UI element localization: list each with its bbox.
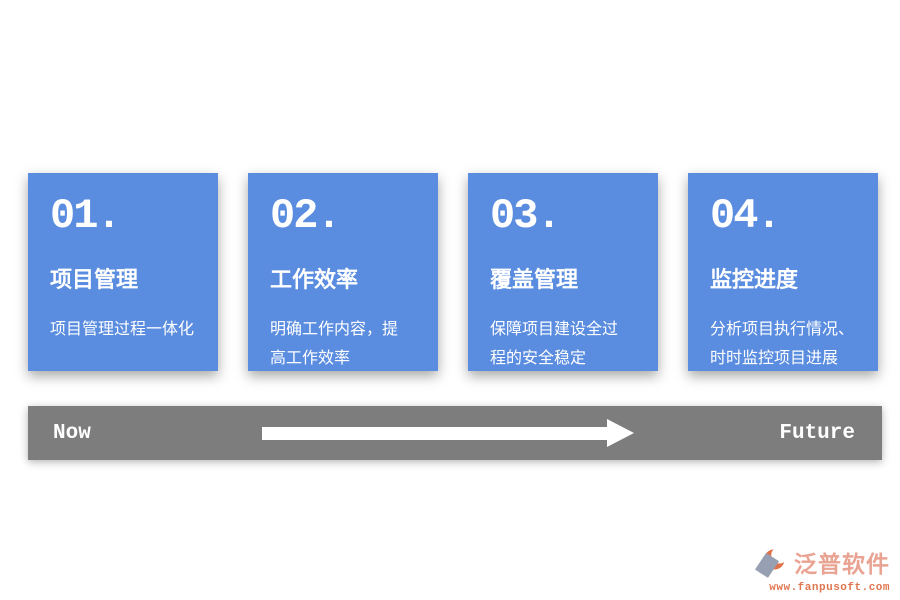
- card-number: 03.: [490, 192, 562, 240]
- card-work-efficiency: 02. 工作效率 明确工作内容，提 高工作效率: [248, 173, 438, 371]
- timeline-bar: Now Future: [28, 406, 882, 460]
- card-progress-monitoring: 04. 监控进度 分析项目执行情况、 时时监控项目进展: [688, 173, 878, 371]
- card-desc-line: 时时监控项目进展: [710, 350, 839, 367]
- arrow-head: [607, 419, 634, 447]
- card-number: 02.: [270, 192, 342, 240]
- card-number: 04.: [710, 192, 782, 240]
- card-title: 监控进度: [710, 267, 799, 292]
- timeline-now-label: Now: [53, 421, 91, 445]
- card-coverage-management: 03. 覆盖管理 保障项目建设全过 程的安全稳定: [468, 173, 658, 371]
- card-desc-line: 分析项目执行情况、: [710, 321, 855, 338]
- fanpu-watermark-logo: 泛普软件 www.fanpusoft.com: [740, 547, 890, 594]
- timeline-future-label: Future: [779, 421, 855, 445]
- card-desc-line: 保障项目建设全过: [490, 321, 619, 338]
- card-project-management: 01. 项目管理 项目管理过程一体化: [28, 173, 218, 371]
- card-title: 覆盖管理: [490, 267, 579, 292]
- brand-website: www.fanpusoft.com: [769, 582, 890, 594]
- card-description: 保障项目建设全过 程的安全稳定: [490, 315, 638, 373]
- card-description: 分析项目执行情况、 时时监控项目进展: [710, 315, 858, 373]
- right-arrow-icon: [262, 419, 634, 447]
- brand-name: 泛普软件: [794, 551, 890, 577]
- fanpu-logo-icon: [755, 547, 788, 578]
- steps-card-row: 01. 项目管理 项目管理过程一体化 02. 工作效率 明确工作内容，提 高工作…: [28, 173, 878, 371]
- card-title: 工作效率: [270, 267, 359, 292]
- card-desc-line: 程的安全稳定: [490, 350, 587, 367]
- card-description: 明确工作内容，提 高工作效率: [270, 315, 418, 373]
- card-desc-line: 明确工作内容，提: [270, 321, 399, 338]
- card-number: 01.: [50, 192, 122, 240]
- brand-row: 泛普软件: [740, 547, 890, 581]
- card-title: 项目管理: [50, 267, 139, 292]
- arrow-shaft: [262, 426, 607, 440]
- card-description: 项目管理过程一体化: [50, 315, 198, 344]
- card-desc-line: 高工作效率: [270, 350, 351, 367]
- card-desc-line: 项目管理过程一体化: [50, 321, 195, 338]
